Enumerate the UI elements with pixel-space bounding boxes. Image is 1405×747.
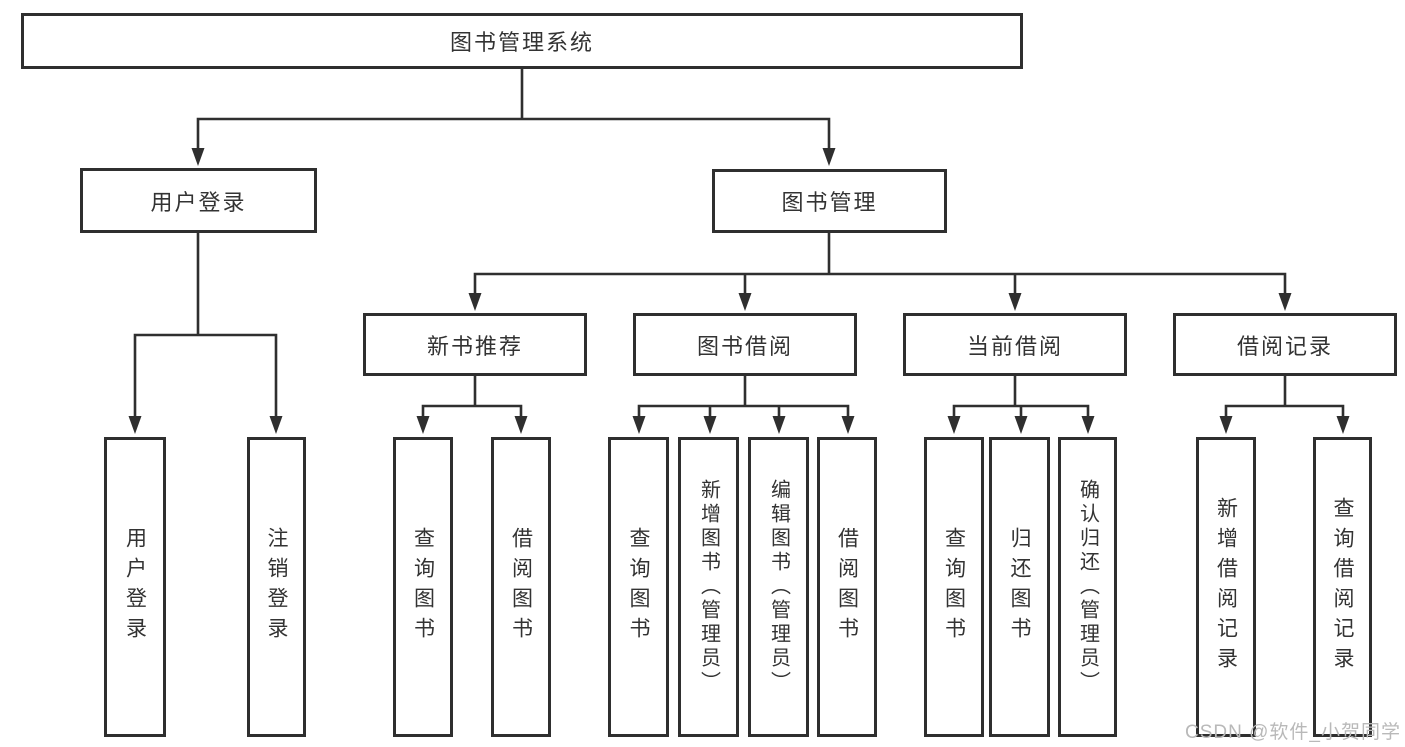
leaf-add-book-admin: 新增图书（管理员） — [678, 437, 739, 737]
leaf-borrow-books-recommend: 借阅图书 — [491, 437, 551, 737]
leaf-query-books-recommend-label: 查询图书 — [411, 527, 435, 647]
csdn-watermark: CSDN @软件_小贺同学 — [1185, 722, 1401, 743]
leaf-edit-book-admin: 编辑图书（管理员） — [748, 437, 809, 737]
node-book-borrow-label: 图书借阅 — [696, 333, 793, 359]
leaf-add-borrow-record-label: 新增借阅记录 — [1214, 497, 1238, 677]
node-book-management: 图书管理 — [712, 169, 947, 233]
node-borrow-records: 借阅记录 — [1173, 313, 1397, 376]
leaf-logout-label: 注销登录 — [265, 527, 288, 647]
leaf-return-books: 归还图书 — [989, 437, 1050, 737]
leaf-add-borrow-record: 新增借阅记录 — [1196, 437, 1256, 737]
leaf-user-login-label: 用户登录 — [123, 527, 147, 647]
leaf-add-book-admin-label: 新增图书（管理员） — [697, 479, 720, 695]
leaf-confirm-return-admin: 确认归还（管理员） — [1058, 437, 1117, 737]
leaf-query-borrow-record: 查询借阅记录 — [1313, 437, 1372, 737]
node-root: 图书管理系统 — [21, 13, 1023, 69]
node-current-borrow: 当前借阅 — [903, 313, 1127, 376]
leaf-query-books-recommend: 查询图书 — [393, 437, 453, 737]
leaf-query-books-current: 查询图书 — [924, 437, 984, 737]
leaf-logout: 注销登录 — [247, 437, 306, 737]
leaf-query-borrow-record-label: 查询借阅记录 — [1331, 497, 1354, 677]
leaf-user-login: 用户登录 — [104, 437, 166, 737]
node-book-borrow: 图书借阅 — [633, 313, 857, 376]
node-user-login-label: 用户登录 — [150, 189, 247, 215]
leaf-query-books-borrow-label: 查询图书 — [627, 527, 650, 647]
leaf-return-books-label: 归还图书 — [1008, 527, 1031, 647]
node-new-book-recommend: 新书推荐 — [363, 313, 587, 376]
node-user-login: 用户登录 — [80, 168, 317, 233]
leaf-borrow-books: 借阅图书 — [817, 437, 877, 737]
leaf-borrow-books-label: 借阅图书 — [835, 527, 859, 647]
leaf-query-books-current-label: 查询图书 — [942, 527, 966, 647]
node-book-management-label: 图书管理 — [781, 190, 878, 215]
node-current-borrow-label: 当前借阅 — [966, 333, 1063, 359]
leaf-borrow-books-recommend-label: 借阅图书 — [509, 527, 533, 647]
node-root-label: 图书管理系统 — [449, 30, 594, 55]
node-borrow-records-label: 借阅记录 — [1236, 333, 1333, 359]
leaf-edit-book-admin-label: 编辑图书（管理员） — [767, 479, 790, 695]
node-new-book-recommend-label: 新书推荐 — [426, 333, 523, 359]
leaf-confirm-return-admin-label: 确认归还（管理员） — [1076, 479, 1099, 695]
leaf-query-books-borrow: 查询图书 — [608, 437, 669, 737]
